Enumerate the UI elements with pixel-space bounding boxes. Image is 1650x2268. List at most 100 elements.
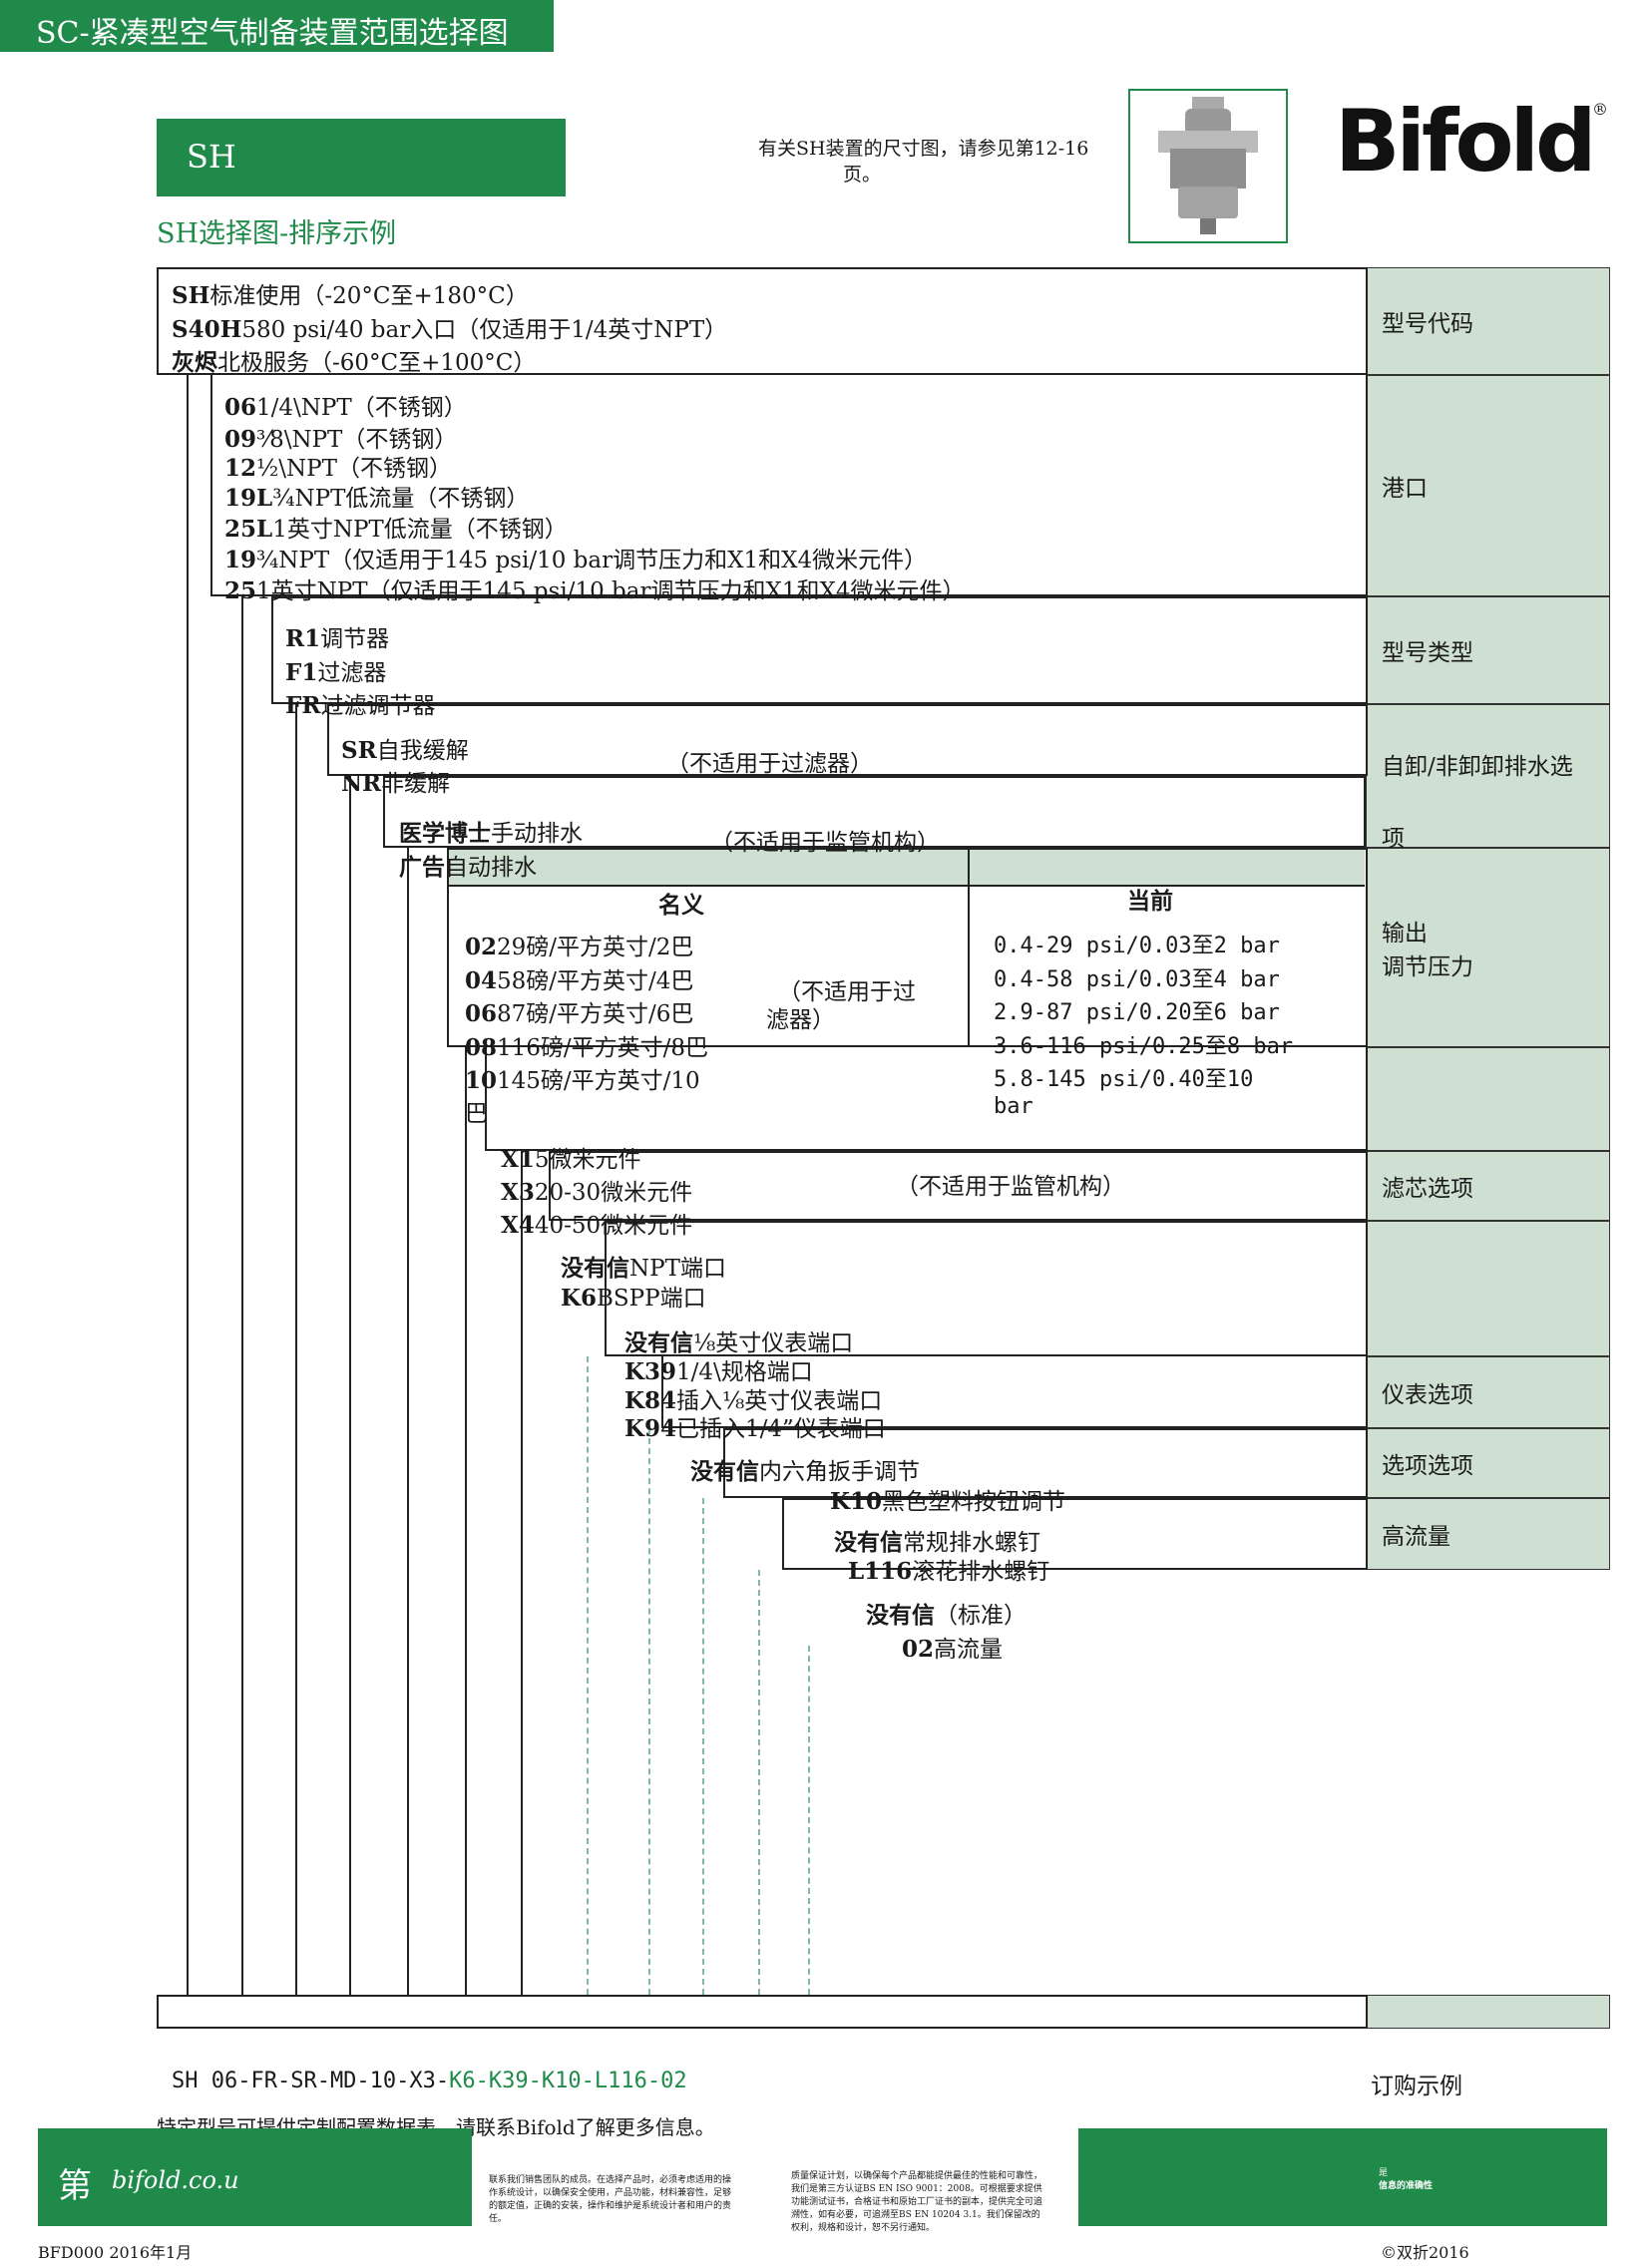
tree-box-type <box>271 596 1368 704</box>
relief-note: （不适用于过滤器） <box>666 751 873 777</box>
tree-box-gauge <box>661 1356 1368 1428</box>
section-label: SH <box>187 138 236 176</box>
tree-box-pressure-2 <box>485 1047 1368 1151</box>
example-code: SH 06-FR-SR-MD-10-X3-K6-K39-K10-L116-02 <box>172 2069 687 2093</box>
pressure-note-1: （不适用于过 <box>778 979 916 1005</box>
right-label-flow: 高流量 <box>1366 1498 1610 1570</box>
drain-note: （不适用于监管机构） <box>710 830 940 856</box>
footer-green-box-text-2: 信息的准确性 <box>1379 2181 1434 2191</box>
pressure-actual-value: 5.8-145 psi/0.40至10 <box>994 1067 1254 1092</box>
tree-line <box>521 1151 523 1995</box>
tree-box-port <box>210 375 1368 596</box>
option-row: 灰烬北极服务（-60°C至+100°C） <box>172 349 537 376</box>
right-label-blank-2 <box>1366 1221 1610 1356</box>
pressure-header-fill <box>447 848 1365 887</box>
footer-copyright: ©双折2016 <box>1381 2243 1469 2262</box>
option-row: K6BSPP端口 <box>561 1285 706 1312</box>
right-label-model-code: 型号代码 <box>1366 267 1610 375</box>
tree-dashed-line <box>758 1570 760 1995</box>
option-row: 0687磅/平方英寸/6巴 <box>465 1000 694 1027</box>
tree-dashed-line <box>702 1498 704 1995</box>
option-row: L116滚花排水螺钉 <box>848 1558 1050 1585</box>
footer-quality-text: 质量保证计划，以确保每个产品都能提供最佳的性能和可靠性，我们是第三方认证BS E… <box>791 2171 1043 2233</box>
tree-box-drain <box>383 776 1366 848</box>
logo-registered-mark: ® <box>1592 100 1608 119</box>
right-label-model-type: 型号类型 <box>1366 596 1610 704</box>
tree-line <box>349 776 351 1995</box>
option-row: 没有信（标准） <box>866 1602 1027 1629</box>
option-row: 没有信⅛英寸仪表端口 <box>624 1329 854 1356</box>
pressure-note-2: 滤器） <box>766 1007 835 1033</box>
option-row: 0458磅/平方英寸/4巴 <box>465 967 694 994</box>
right-label-filter: 滤芯选项 <box>1366 1151 1610 1221</box>
option-row: 19L¾NPT低流量（不锈钢） <box>224 485 530 512</box>
option-row: 19¾NPT（仅适用于145 psi/10 bar调节压力和X1和X4微米元件） <box>224 547 928 573</box>
right-label-bottom <box>1366 1995 1610 2029</box>
doc-title: SC-紧凑型空气制备装置范围选择图 <box>36 16 509 51</box>
right-label-drain: 自卸/非卸卸排水选项 <box>1366 704 1610 852</box>
tree-line <box>187 375 189 1995</box>
option-row: 没有信NPT端口 <box>561 1255 726 1282</box>
option-row: 医学博士手动排水 <box>399 820 583 847</box>
option-row: NR非缓解 <box>341 770 451 797</box>
dimension-note-1: 有关SH装置的尺寸图，请参见第12-16 <box>758 138 1089 160</box>
page-subtitle: SH选择图-排序示例 <box>157 218 397 249</box>
option-row: 没有信内六角扳手调节 <box>690 1458 920 1485</box>
tree-line <box>295 704 297 1995</box>
pressure-header-actual: 当前 <box>1127 888 1173 915</box>
tree-line <box>241 596 243 1995</box>
option-row: 25L1英寸NPT低流量（不锈钢） <box>224 516 568 543</box>
tree-dashed-line <box>587 1356 589 1995</box>
section-label-bar <box>157 119 566 196</box>
option-row: SR自我缓解 <box>341 737 469 764</box>
tree-box-model <box>157 267 1368 375</box>
bifold-logo: Bifold ® <box>1335 92 1608 191</box>
tree-dashed-line <box>648 1428 650 1995</box>
tree-box-option <box>723 1428 1368 1498</box>
right-label-blank-1 <box>1366 1047 1610 1151</box>
pressure-actual-value: 0.4-58 psi/0.03至4 bar <box>994 967 1280 992</box>
option-row: 0229磅/平方英寸/2巴 <box>465 934 694 960</box>
option-row: 10145磅/平方英寸/10 <box>465 1067 700 1094</box>
option-row: 广告自动排水 <box>399 854 537 881</box>
tree-box-drain-screw <box>782 1498 1368 1570</box>
option-row: K10黑色塑料按钮调节 <box>830 1488 1065 1515</box>
option-row: 061/4\NPT（不锈钢） <box>224 394 467 421</box>
example-label: 订购示例 <box>1371 2074 1462 2099</box>
option-row: SH标准使用（-20°C至+180°C） <box>172 282 529 309</box>
footer-doc-ref: BFD000 2016年1月 <box>38 2243 193 2262</box>
footer-website: bifold.co.u <box>112 2166 239 2194</box>
option-row: S40H580 psi/40 bar入口（仅适用于1/4英寸NPT） <box>172 316 728 343</box>
pressure-actual-value: 0.4-29 psi/0.03至2 bar <box>994 934 1280 958</box>
option-row: FR过滤调节器 <box>285 692 436 719</box>
footer-sales-text: 联系我们销售团队的成员。在选择产品时，必须考虑适用的操作系统设计，以确保安全使用… <box>489 2175 732 2224</box>
pressure-header-nominal: 名义 <box>658 892 704 919</box>
option-row: 12½\NPT（不锈钢） <box>224 455 452 482</box>
dimension-note-2: 页。 <box>843 164 882 186</box>
footer-green-box-text-1: 是 <box>1379 2168 1389 2178</box>
footer-brand-char: 第 <box>58 2166 92 2206</box>
option-row: X320-30微米元件 <box>501 1179 693 1206</box>
option-row: 08116磅/平方英寸/8巴 <box>465 1034 709 1061</box>
product-image <box>1128 89 1288 243</box>
filter-note: （不适用于监管机构） <box>896 1174 1125 1200</box>
option-row: R1调节器 <box>285 625 390 652</box>
tree-box-filter <box>549 1151 1368 1221</box>
option-row: 251英寸NPT（仅适用于145 psi/10 bar调节压力和X1和X4微米元… <box>224 577 966 604</box>
footer-brand-bar <box>38 2128 472 2226</box>
right-label-pressure: 输出调节压力 <box>1366 848 1610 1047</box>
right-label-option: 选项选项 <box>1366 1428 1610 1498</box>
pressure-actual-value: 3.6-116 psi/0.25至8 bar <box>994 1034 1294 1059</box>
footer-green-box <box>1078 2128 1607 2226</box>
example-code-bar <box>157 1995 1368 2029</box>
pressure-actual-value: 2.9-87 psi/0.20至6 bar <box>994 1000 1280 1025</box>
option-row: F1过滤器 <box>285 659 387 686</box>
tree-box-relief <box>327 704 1368 776</box>
option-row: X440-50微米元件 <box>501 1212 693 1239</box>
option-row: K84插入⅛英寸仪表端口 <box>624 1387 883 1414</box>
pressure-wrap-text: 巴 <box>465 1101 488 1127</box>
tree-line <box>465 1047 467 1995</box>
right-label-gauge: 仪表选项 <box>1366 1356 1610 1428</box>
logo-text: Bifold <box>1335 92 1597 191</box>
option-row: X15微米元件 <box>501 1146 641 1173</box>
